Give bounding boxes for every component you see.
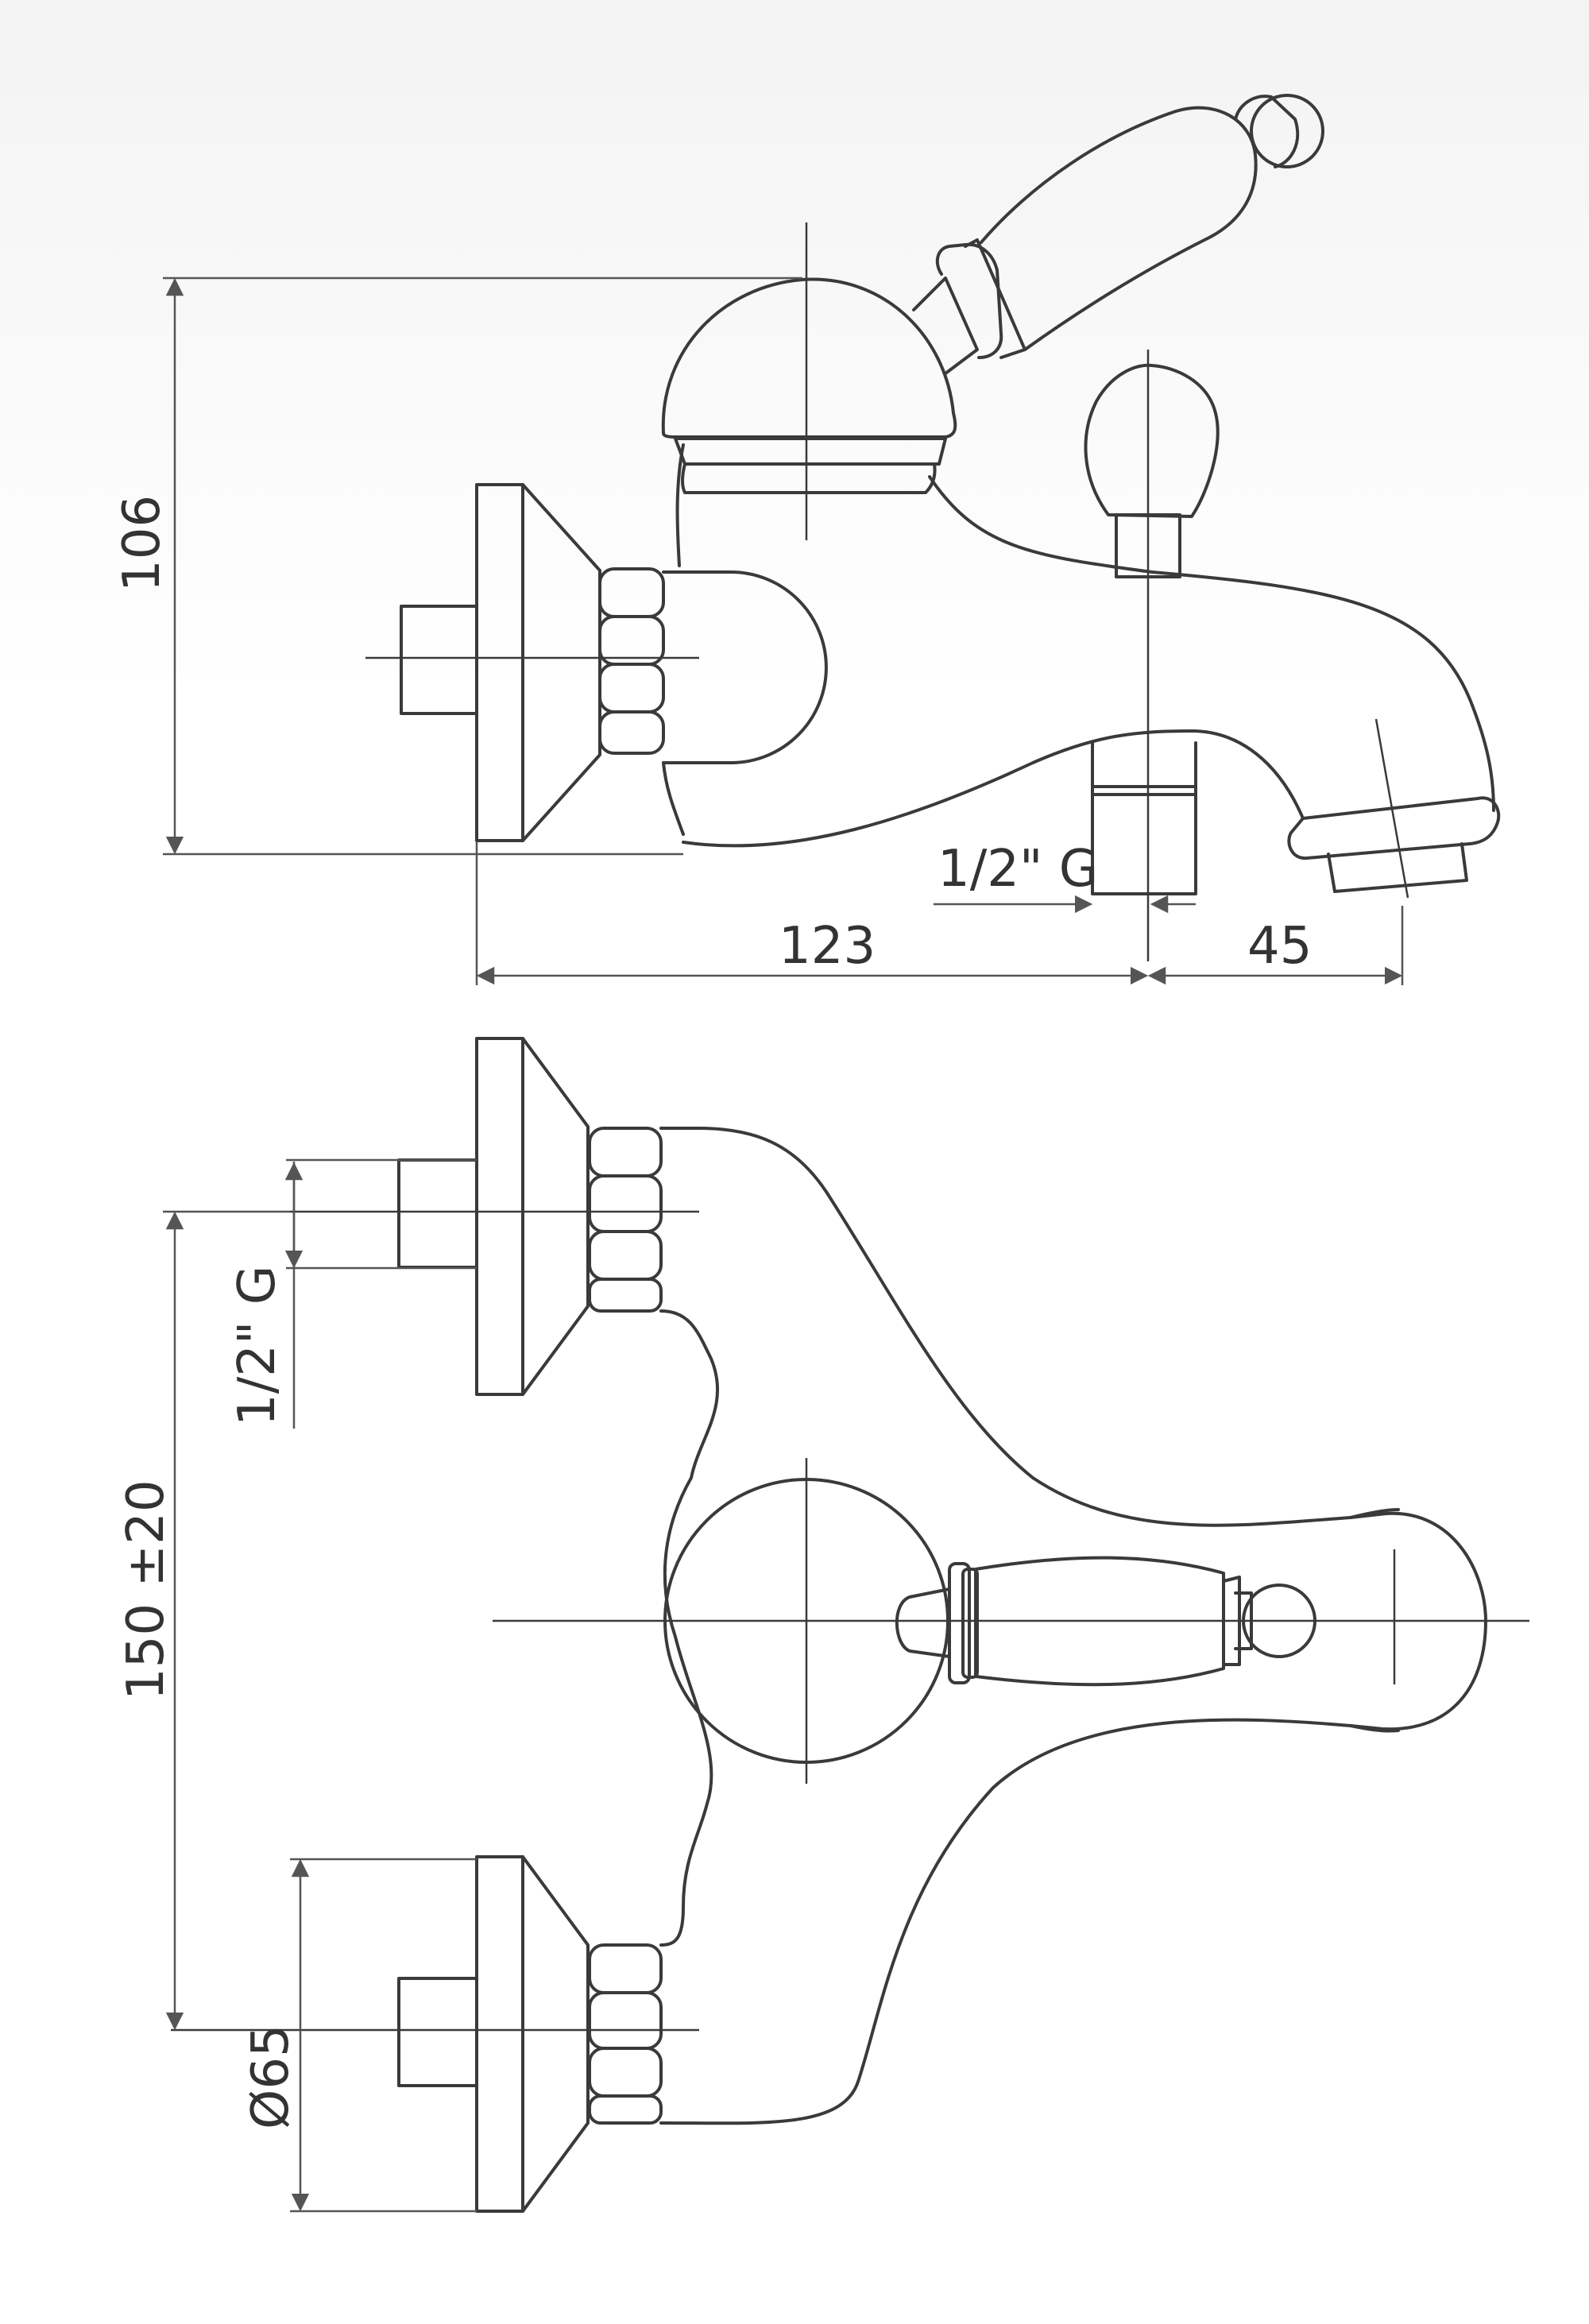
side-thread-label: 1/2" G bbox=[938, 840, 1098, 899]
top-upper-flange bbox=[475, 1037, 590, 1396]
top-lower-flange bbox=[475, 1855, 590, 2213]
side-wall-flange bbox=[475, 483, 601, 842]
top-spacing-label: 150 ±20 bbox=[117, 1479, 176, 1700]
side-handle-grip bbox=[980, 106, 1258, 351]
dim-spacing bbox=[163, 1210, 290, 2031]
top-lower-inlet bbox=[397, 1977, 478, 2087]
side-width-label: 123 bbox=[779, 917, 876, 976]
dim-height bbox=[163, 276, 802, 856]
side-spout bbox=[682, 475, 1495, 848]
top-upper-hex-nut bbox=[588, 1127, 663, 1313]
top-handle-grip bbox=[974, 1556, 1225, 1687]
side-aerator bbox=[1327, 842, 1468, 893]
dim-diameter bbox=[290, 1858, 477, 2213]
dim-width bbox=[475, 842, 1404, 985]
top-thread-label: 1/2" G bbox=[228, 1266, 287, 1426]
side-dome bbox=[661, 277, 957, 439]
top-lever-handle bbox=[895, 1556, 1316, 1687]
side-hex-nut bbox=[598, 567, 665, 755]
dim-thread-top bbox=[284, 1158, 477, 1429]
top-valve-body bbox=[659, 1127, 1487, 2125]
top-view: 1/2" G 150 ±20 Ø65 bbox=[117, 1037, 1529, 2213]
side-spout-label: 45 bbox=[1247, 917, 1312, 976]
top-diameter-label: Ø65 bbox=[242, 2024, 300, 2129]
side-inlet-stub bbox=[400, 605, 478, 715]
side-view: 106 1/2" G 123 45 bbox=[113, 94, 1501, 985]
side-lever-handle bbox=[912, 94, 1324, 375]
top-lower-hex-nut bbox=[588, 1943, 663, 2125]
side-height-label: 106 bbox=[113, 495, 172, 592]
side-valve-body bbox=[662, 570, 828, 764]
side-diverter-knob bbox=[1084, 363, 1220, 518]
side-lower-connector bbox=[1091, 741, 1197, 895]
top-upper-inlet bbox=[397, 1158, 478, 1269]
